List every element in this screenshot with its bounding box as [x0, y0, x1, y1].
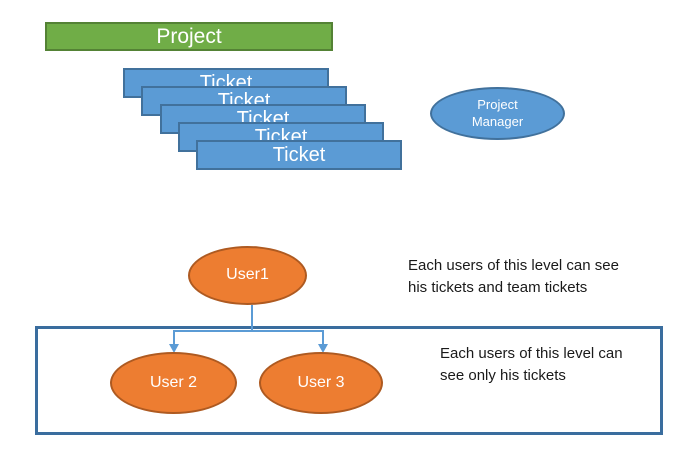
user1-label: User1 [226, 266, 269, 284]
user2-label: User 2 [149, 373, 198, 391]
project-box: Project [45, 22, 333, 51]
annotation-level1-line2: his tickets and team tickets [408, 279, 588, 296]
ticket-box-5: Ticket [196, 140, 402, 170]
user1-ellipse: User1 [188, 246, 307, 305]
annotation-level2-line1: Each users of this level can [440, 345, 623, 362]
annotation-level1: Each users of this level can see his tic… [408, 255, 619, 299]
user3-ellipse: User 3 [259, 352, 383, 414]
user2-ellipse: User 2 [110, 352, 237, 414]
project-manager-label-line2: Manager [471, 113, 524, 129]
project-manager-label-line1: Project [477, 96, 518, 112]
project-label: Project [156, 24, 222, 48]
team-box [35, 326, 663, 435]
annotation-level2-line2: see only his tickets [440, 367, 566, 384]
project-manager-ellipse: Project Manager [430, 87, 565, 140]
annotation-level1-line1: Each users of this level can see [408, 257, 619, 274]
annotation-level2: Each users of this level can see only hi… [440, 343, 623, 387]
ticket-label: Ticket [272, 143, 326, 166]
user3-label: User 3 [297, 373, 345, 391]
